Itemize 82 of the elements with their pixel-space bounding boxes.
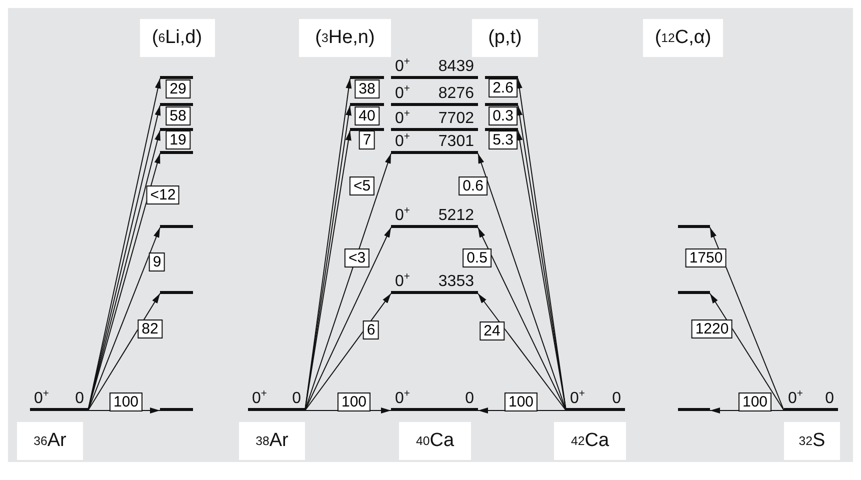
level-energy: 7702 xyxy=(438,110,474,128)
edge-label: 100 xyxy=(109,392,143,412)
edge-label: 0.6 xyxy=(458,176,488,196)
spin-parity: 0$^{+}$ xyxy=(395,206,410,224)
edge-label: <5 xyxy=(349,176,375,196)
energy-level xyxy=(30,388,88,410)
spin-parity: 0$^{+}$ xyxy=(395,272,410,290)
spin-parity: 0$^{+}$ xyxy=(788,390,803,408)
level-energy: 0 xyxy=(75,390,84,408)
energy-level xyxy=(160,150,193,154)
arrow xyxy=(304,293,392,411)
level-energy: 7301 xyxy=(438,132,474,150)
energy-level xyxy=(678,408,710,410)
edge-label: 2.6 xyxy=(488,78,518,98)
energy-level xyxy=(485,128,518,130)
edge-label: 7 xyxy=(358,130,376,150)
energy-level xyxy=(248,388,305,410)
energy-level xyxy=(350,128,384,130)
energy-level xyxy=(391,388,478,410)
level-energy: 8439 xyxy=(438,58,474,76)
energy-level xyxy=(391,205,478,228)
arrow xyxy=(88,227,160,411)
edge-label: 0.3 xyxy=(488,106,518,126)
energy-level xyxy=(784,388,838,410)
edge-label: <12 xyxy=(146,186,180,204)
arrow xyxy=(478,227,566,411)
energy-level xyxy=(391,271,478,294)
energy-level xyxy=(391,108,478,130)
edge-label: 9 xyxy=(148,252,166,272)
edge-label: 40 xyxy=(354,106,380,126)
level-energy: 5212 xyxy=(438,206,474,224)
energy-level xyxy=(160,128,193,130)
energy-level xyxy=(350,76,384,78)
level-energy: 0 xyxy=(465,390,474,408)
arrow xyxy=(478,293,566,411)
energy-level xyxy=(160,102,193,106)
edge-label: 29 xyxy=(166,80,190,98)
energy-level xyxy=(678,290,710,294)
energy-level xyxy=(350,102,384,106)
energy-level xyxy=(678,224,710,228)
edge-label: <3 xyxy=(344,248,370,268)
spin-parity: 0$^{+}$ xyxy=(570,390,585,408)
reaction-label: (p,t) xyxy=(472,19,538,57)
edge-label: 6 xyxy=(362,320,380,340)
energy-level xyxy=(160,408,193,410)
energy-level xyxy=(160,76,193,78)
edge-label: 100 xyxy=(337,392,371,412)
level-energy: 0 xyxy=(825,390,834,408)
energy-level xyxy=(160,224,193,228)
energy-level xyxy=(485,102,518,106)
level-energy: 0 xyxy=(612,390,621,408)
spin-parity: 0$^{+}$ xyxy=(395,84,410,102)
energy-level xyxy=(391,56,478,78)
edge-label: 0.5 xyxy=(462,248,492,268)
level-energy: 8276 xyxy=(438,84,474,102)
spin-parity: 0$^{+}$ xyxy=(34,390,49,408)
edge-label: 58 xyxy=(166,106,190,126)
energy-level xyxy=(566,388,625,410)
spin-parity: 0$^{+}$ xyxy=(395,58,410,76)
edge-label: 100 xyxy=(738,392,772,412)
spin-parity: 0$^{+}$ xyxy=(395,390,410,408)
energy-level xyxy=(160,290,193,294)
spin-parity: 0$^{+}$ xyxy=(252,390,267,408)
arrow xyxy=(710,227,784,411)
edge-label: 19 xyxy=(166,130,190,150)
energy-level xyxy=(485,76,518,78)
level-energy: 0 xyxy=(292,390,301,408)
spin-parity: 0$^{+}$ xyxy=(395,110,410,128)
edge-label: 38 xyxy=(354,80,380,98)
energy-level xyxy=(391,83,478,106)
edge-label: 5.3 xyxy=(488,130,518,150)
edge-label: 82 xyxy=(138,320,162,338)
edge-label: 100 xyxy=(504,392,538,412)
arrow xyxy=(710,293,784,411)
spin-parity: 0$^{+}$ xyxy=(395,132,410,150)
edge-label: 1750 xyxy=(685,248,727,268)
arrow xyxy=(304,227,392,411)
arrow xyxy=(88,293,160,411)
level-energy: 3353 xyxy=(438,272,474,290)
edge-label: 24 xyxy=(480,322,504,340)
edge-label: 1220 xyxy=(691,320,733,338)
energy-level xyxy=(391,131,478,154)
